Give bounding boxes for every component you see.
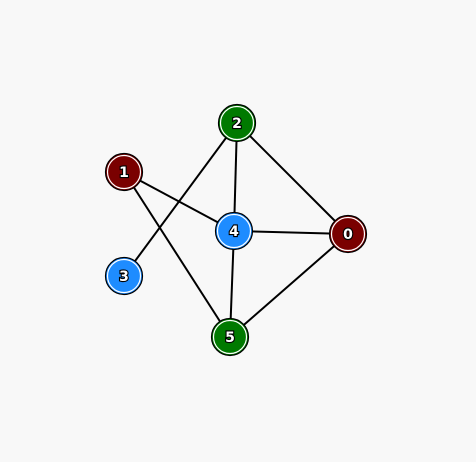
node-ring-1 [106, 154, 142, 190]
node-label-3: 3 [119, 269, 129, 285]
node-circle-4 [214, 211, 254, 251]
node-ring-5 [212, 319, 248, 355]
node-4: 4 [214, 211, 254, 251]
node-label-5: 5 [225, 330, 235, 346]
node-3: 3 [104, 256, 144, 296]
edge-2-0 [236, 122, 349, 235]
node-ring-0 [330, 216, 366, 252]
edge-0-5 [229, 233, 349, 338]
node-circle-1 [104, 152, 144, 192]
edge-1-5 [123, 171, 231, 338]
node-circle-2 [217, 103, 257, 143]
node-label-0: 0 [343, 227, 353, 243]
node-circle-5 [210, 317, 250, 357]
node-circle-3 [104, 256, 144, 296]
node-label-1: 1 [119, 165, 129, 181]
node-0: 0 [328, 214, 368, 254]
edge-2-3 [123, 122, 238, 277]
node-1: 1 [104, 152, 144, 192]
node-label-2: 2 [232, 116, 242, 132]
edge-1-4 [123, 171, 235, 232]
node-5: 5 [210, 317, 250, 357]
node-ring-4 [216, 213, 252, 249]
nodes-layer: 0 1 2 3 4 5 [104, 103, 368, 357]
node-2: 2 [217, 103, 257, 143]
node-ring-3 [106, 258, 142, 294]
node-ring-2 [219, 105, 255, 141]
node-label-4: 4 [229, 224, 239, 240]
node-circle-0 [328, 214, 368, 254]
